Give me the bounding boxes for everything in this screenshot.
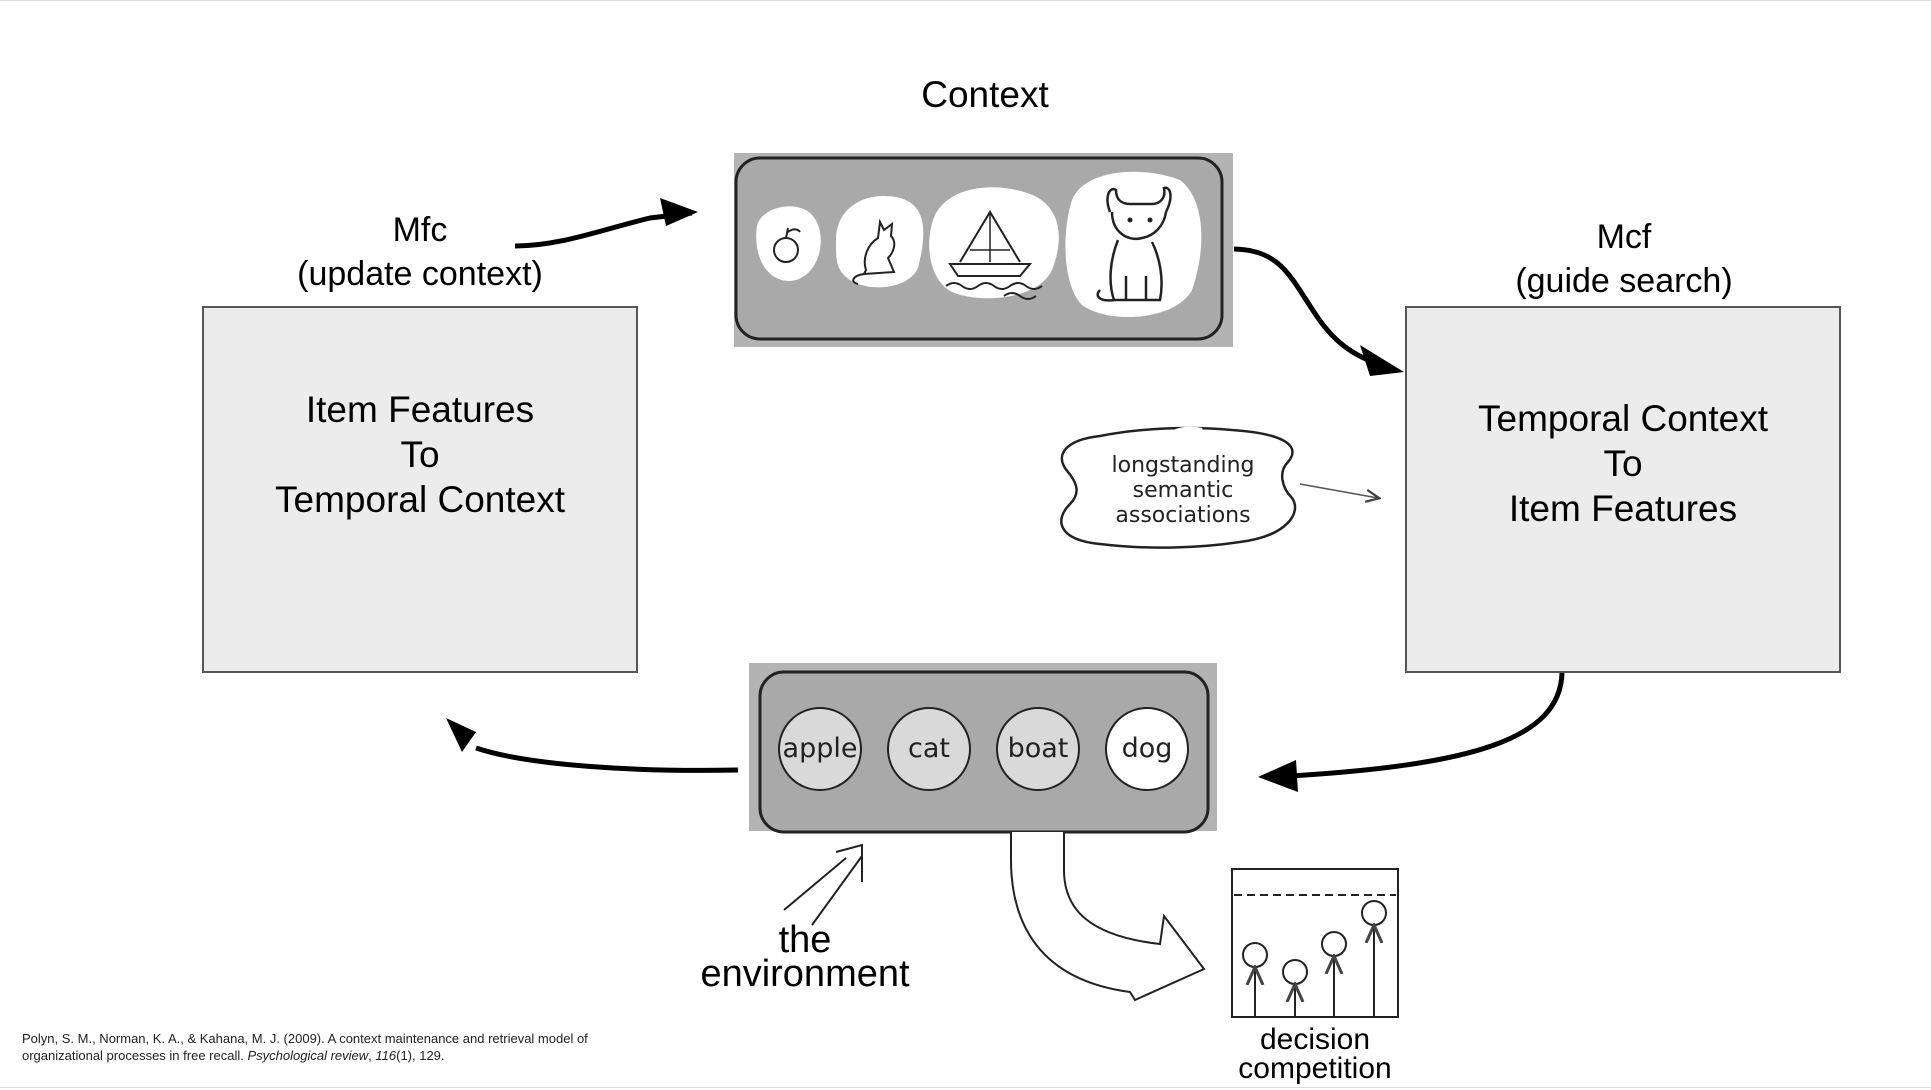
context-to-item-box: Temporal Context To Item Features [1405,306,1841,673]
item-cat: cat [887,707,971,791]
citation-issue-pages: (1), 129. [396,1048,445,1063]
boat-icon [929,187,1059,300]
context-to-item-line3: Item Features [1508,488,1738,529]
item-to-context-box: Item Features To Temporal Context [202,306,638,673]
accumulator-4 [1361,900,1387,1016]
item-to-context-line1: Item Features [305,389,535,430]
accumulator-2 [1282,959,1308,1016]
encoding-arrowhead [446,718,476,752]
dog-icon [1065,171,1202,317]
accumulator-3 [1321,931,1347,1016]
top-divider [0,0,1931,1]
apple-icon [756,206,821,281]
context-to-item-line2: To [1603,443,1643,484]
context-label: Context [921,74,1049,115]
retrieval-arrow [1289,672,1565,779]
semantic-cloud-line2: semantic [1132,478,1234,503]
semantic-cloud [1060,426,1297,549]
bottom-divider [0,1087,1931,1088]
environment-label-line2: environment [700,953,910,995]
mfc-arrow [514,210,693,249]
environment-label-line1: the [778,919,832,961]
semantic-arrow [1299,483,1378,498]
retrieval-arrowhead [1258,760,1298,792]
semantic-cloud-line3: associations [1115,503,1251,528]
mcf-arrowhead [1360,345,1404,376]
encoding-arrow [475,745,739,773]
citation-text: Polyn, S. M., Norman, K. A., & Kahana, M… [22,1031,588,1063]
citation: Polyn, S. M., Norman, K. A., & Kahana, M… [22,1031,588,1063]
citation-volume: 116 [375,1048,397,1063]
mcf-subtitle: (guide search) [1515,262,1733,300]
item-dog: dog [1105,707,1189,791]
environment-arrow [783,843,863,926]
decision-label-line2: competition [1238,1052,1392,1085]
item-boat: boat [996,707,1080,791]
context-to-item-line1: Temporal Context [1478,398,1768,439]
accumulator-1 [1242,942,1268,1016]
citation-journal: Psychological review [247,1048,369,1063]
decision-arrow [1009,832,1206,1002]
mfc-subtitle: (update context) [297,255,543,293]
mcf-title: Mcf [1596,218,1652,256]
item-to-context-line3: Temporal Context [275,479,565,520]
cat-icon [835,195,924,288]
item-apple: apple [778,707,862,791]
decision-label-line1: decision [1259,1023,1371,1056]
item-to-context-line2: To [400,434,440,475]
semantic-cloud-line1: longstanding [1111,453,1255,478]
decision-box [1231,868,1399,1018]
mfc-arrowhead [660,198,698,226]
mcf-arrow [1233,246,1383,368]
mfc-title: Mfc [392,211,448,249]
